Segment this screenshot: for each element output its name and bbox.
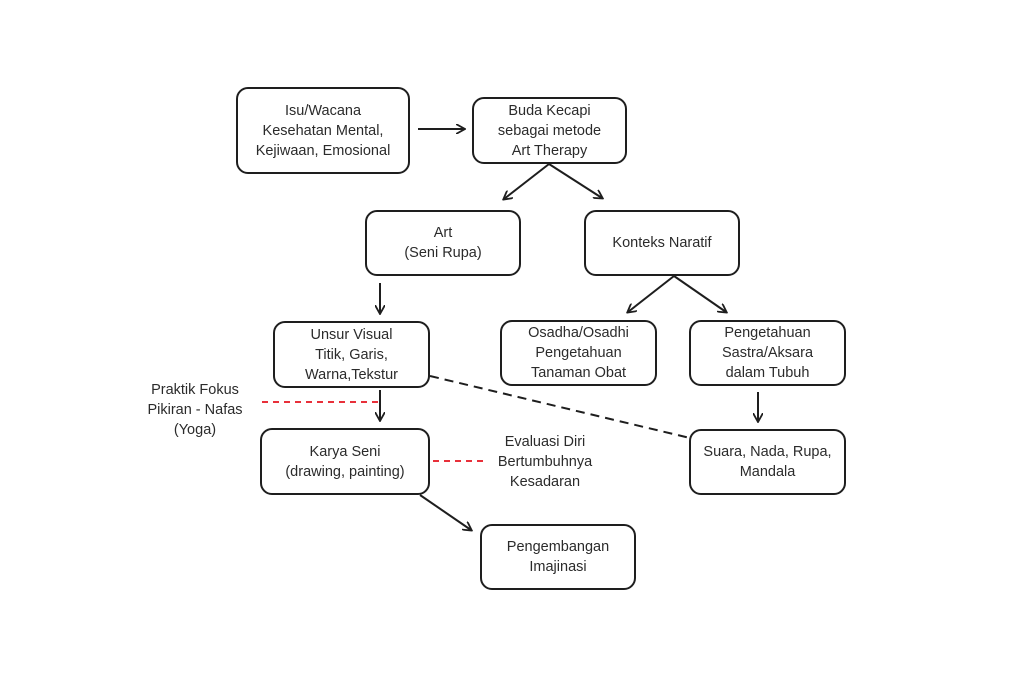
node-isu-line-3: Kejiwaan, Emosional <box>255 142 391 159</box>
node-buda-line-2: sebagai metode <box>497 122 602 139</box>
node-art-line-1: Art <box>433 225 453 241</box>
node-osadha-line-1: Osadha/Osadhi <box>528 325 629 341</box>
annotation-evaluasi-line-1: Evaluasi Diri <box>504 434 586 450</box>
node-unsur-line-2: Titik, Garis, <box>315 346 388 363</box>
annotation-praktik-line-1: Praktik Fokus <box>151 382 239 398</box>
annotation-praktik-fokus: Praktik Fokus Pikiran - Nafas (Yoga) <box>130 380 260 440</box>
annotation-praktik-line-2: Pikiran - Nafas <box>147 402 243 418</box>
node-suara-line-1: Suara, Nada, Rupa, <box>703 444 832 460</box>
edge-buda-art <box>504 163 550 199</box>
node-pengetahuan-sastra: Pengetahuan Sastra/Aksara dalam Tubuh <box>689 320 846 386</box>
node-osadha-line-3: Tanaman Obat <box>530 365 627 381</box>
edge-karya-imajinasi <box>419 494 471 530</box>
annotation-evaluasi-diri: Evaluasi Diri Bertumbuhnya Kesadaran <box>485 432 605 492</box>
node-karya-line-1: Karya Seni <box>309 443 381 460</box>
node-unsur-line-3: Warna,Tekstur <box>305 366 398 383</box>
node-isu-wacana: Isu/Wacana Kesehatan Mental, Kejiwaan, E… <box>236 87 410 174</box>
node-suara-mandala: Suara, Nada, Rupa, Mandala <box>689 429 846 495</box>
node-pengetahuan-line-3: dalam Tubuh <box>725 365 810 381</box>
node-buda-line-1: Buda Kecapi <box>508 102 591 119</box>
edge-buda-konteks <box>548 163 602 198</box>
node-karya-seni: Karya Seni (drawing, painting) <box>260 428 430 495</box>
node-osadha: Osadha/Osadhi Pengetahuan Tanaman Obat <box>500 320 657 386</box>
node-suara-line-2: Mandala <box>739 464 796 480</box>
node-imajinasi-line-1: Pengembangan <box>506 539 610 555</box>
annotation-evaluasi-line-2: Bertumbuhnya <box>497 454 593 470</box>
node-konteks-naratif: Konteks Naratif <box>584 210 740 276</box>
annotation-evaluasi-line-3: Kesadaran <box>509 474 581 490</box>
node-pengetahuan-line-1: Pengetahuan <box>724 325 811 341</box>
node-buda-line-3: Art Therapy <box>511 142 588 159</box>
edge-konteks-pengetahuan <box>673 275 726 312</box>
node-unsur-visual: Unsur Visual Titik, Garis, Warna,Tekstur <box>273 321 430 388</box>
node-pengetahuan-line-2: Sastra/Aksara <box>721 345 814 361</box>
node-isu-line-1: Isu/Wacana <box>284 102 362 119</box>
node-art: Art (Seni Rupa) <box>365 210 521 276</box>
node-pengembangan-imajinasi: Pengembangan Imajinasi <box>480 524 636 590</box>
node-karya-line-2: (drawing, painting) <box>285 463 405 480</box>
node-konteks-line-1: Konteks Naratif <box>612 235 712 251</box>
node-art-line-2: (Seni Rupa) <box>404 245 482 261</box>
node-isu-line-2: Kesehatan Mental, <box>262 122 384 139</box>
node-osadha-line-2: Pengetahuan <box>535 345 622 361</box>
annotation-praktik-line-3: (Yoga) <box>173 422 217 438</box>
node-unsur-line-1: Unsur Visual <box>310 326 393 343</box>
node-imajinasi-line-2: Imajinasi <box>529 559 587 575</box>
edge-konteks-osadha <box>628 275 675 312</box>
node-buda-kecapi: Buda Kecapi sebagai metode Art Therapy <box>472 97 627 164</box>
